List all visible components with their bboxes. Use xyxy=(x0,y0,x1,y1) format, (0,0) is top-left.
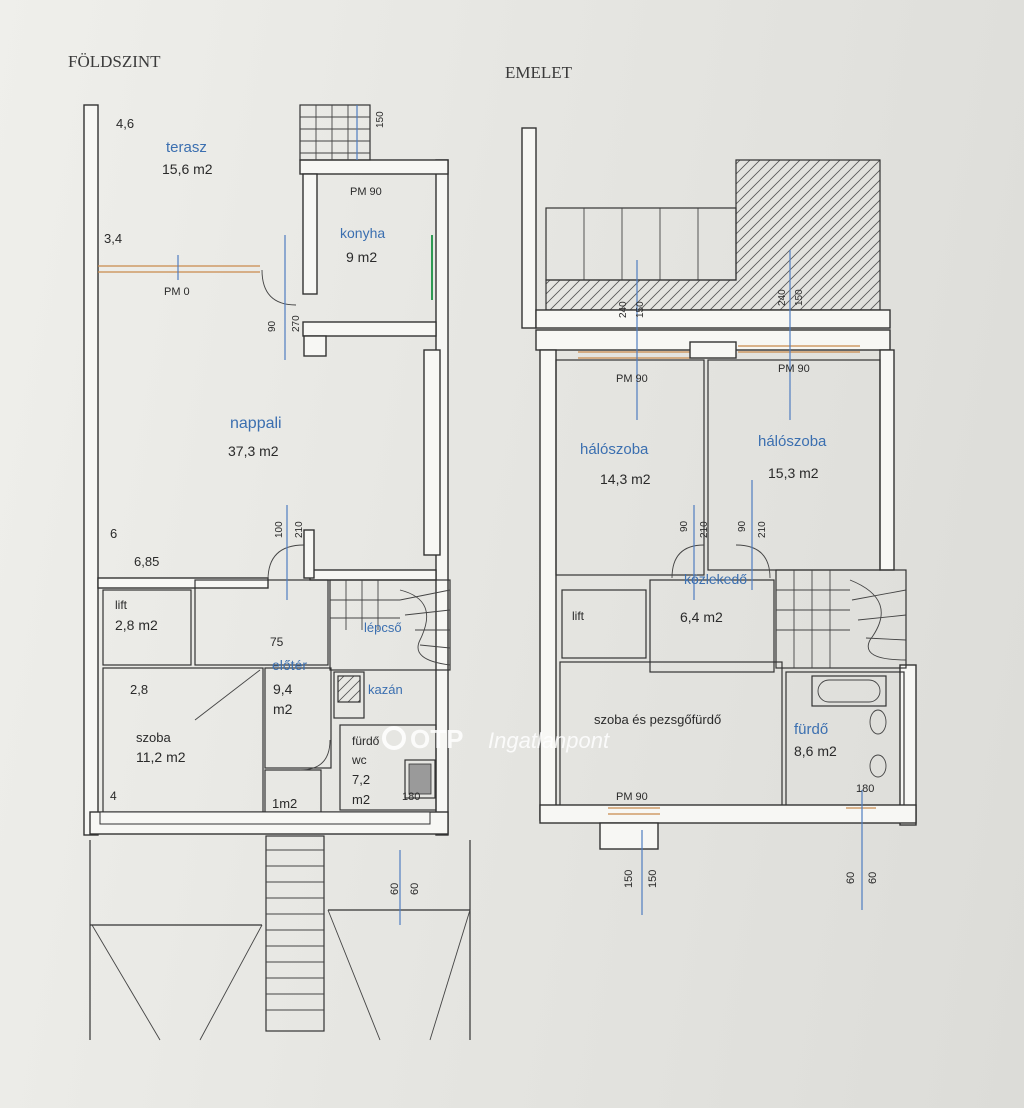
dim-90-ground: 90 xyxy=(267,320,278,332)
upper-left-wall-top xyxy=(521,127,537,329)
living-name: nappali xyxy=(230,415,282,432)
ground-stairs xyxy=(329,579,451,671)
bedroom-2-level: PM 90 xyxy=(778,363,810,375)
ground-floor-heading: FÖLDSZINT xyxy=(68,52,161,71)
shower-tray xyxy=(404,759,436,799)
corridor xyxy=(649,579,775,673)
otp-logo-icon xyxy=(382,726,406,750)
upper-bath-name: fürdő xyxy=(794,721,828,738)
upper-right-wall xyxy=(899,664,917,826)
bedroom-1-name: hálószoba xyxy=(580,441,649,458)
kitchen-top-wall xyxy=(299,159,449,175)
hall-area-line2: m2 xyxy=(273,701,293,717)
ground-wc-name: wc xyxy=(351,753,367,767)
dim-60-a-upper: 60 xyxy=(845,872,857,884)
watermark: OTP Ingatlanpont xyxy=(382,724,610,754)
upper-bath-dim: 180 xyxy=(856,783,874,795)
upper-lift-name: lift xyxy=(572,609,585,623)
terrace-door-swing xyxy=(261,269,297,306)
ground-bath-dim: 180 xyxy=(402,791,420,803)
dim-3-4: 3,4 xyxy=(104,231,122,246)
boiler-box xyxy=(333,671,365,719)
ground-lift-name: lift xyxy=(115,598,128,612)
terrace-area: 15,6 m2 xyxy=(162,161,213,177)
ground-lift xyxy=(102,589,192,666)
bedroom-1-area: 14,3 m2 xyxy=(600,471,651,487)
storage-area: 1m2 xyxy=(272,796,297,811)
dim-150-c: 150 xyxy=(623,870,635,888)
kitchen-left-wall xyxy=(302,173,318,295)
dim-210-a: 210 xyxy=(699,521,710,538)
upper-stairs xyxy=(775,569,907,669)
living-bottom-wall xyxy=(97,577,269,589)
watermark-text: Ingatlanpont xyxy=(488,728,610,753)
dim-150-a: 150 xyxy=(635,301,646,318)
corridor-area: 6,4 m2 xyxy=(680,609,723,625)
suite-name: szoba és pezsgőfürdő xyxy=(594,712,721,727)
upper-terrace xyxy=(545,159,881,311)
dim-240-b: 240 xyxy=(777,289,788,306)
bedroom-2-area: 15,3 m2 xyxy=(768,465,819,481)
balcony-glazing xyxy=(545,207,737,281)
hall-area-line1: 9,4 xyxy=(273,681,293,697)
ground-lift-area: 2,8 m2 xyxy=(115,617,158,633)
terrace-name: terasz xyxy=(166,139,207,156)
dim-75: 75 xyxy=(270,635,284,649)
dim-90-b: 90 xyxy=(737,520,748,532)
terrace-stairs xyxy=(299,104,371,161)
dim-240-a: 240 xyxy=(618,301,629,318)
upper-floor-plan xyxy=(521,127,917,915)
bedroom-1-level: PM 90 xyxy=(616,373,648,385)
dim-210-ground: 210 xyxy=(294,521,305,538)
kitchen-level: PM 90 xyxy=(350,186,382,198)
ground-room xyxy=(102,667,264,824)
dim-150-b: 150 xyxy=(794,289,805,306)
dim-100: 100 xyxy=(274,521,285,538)
dim-6: 6 xyxy=(110,526,117,541)
suite-level: PM 90 xyxy=(616,791,648,803)
dim-4-6: 4,6 xyxy=(116,116,134,131)
dim-270: 270 xyxy=(291,315,302,332)
room-area: 11,2 m2 xyxy=(136,749,186,765)
upper-floor-heading: EMELET xyxy=(505,63,573,82)
living-door-swing xyxy=(267,544,305,581)
upper-lift xyxy=(561,589,647,659)
dim-90-a: 90 xyxy=(679,520,690,532)
bedroom-1 xyxy=(555,359,705,576)
ground-bath-area-line2: m2 xyxy=(352,792,370,807)
watermark-brand: OTP xyxy=(410,724,463,754)
room-name: szoba xyxy=(136,730,171,745)
dim-60b-ground: 60 xyxy=(409,883,421,895)
ground-bath xyxy=(339,724,437,811)
dim-6-85: 6,85 xyxy=(134,554,159,569)
corridor-name: közlekedő xyxy=(684,571,747,587)
upper-window-bay xyxy=(599,822,659,850)
dim-2-8: 2,8 xyxy=(130,682,148,697)
dim-60-b-upper: 60 xyxy=(867,872,879,884)
bathtub xyxy=(811,675,887,707)
dim-4: 4 xyxy=(110,789,117,803)
dim-60a-ground: 60 xyxy=(389,883,401,895)
kitchen-area: 9 m2 xyxy=(346,249,377,265)
ground-left-wall xyxy=(83,104,99,836)
ground-bath-name: fürdő xyxy=(352,734,380,748)
dim-210-b: 210 xyxy=(757,521,768,538)
entrance-steps xyxy=(265,835,325,1032)
boiler-name: kazán xyxy=(368,682,403,697)
ground-bath-area-line1: 7,2 xyxy=(352,772,370,787)
hall-name: előtér xyxy=(272,657,307,673)
bedroom-2-name: hálószoba xyxy=(758,433,827,450)
living-level: PM 0 xyxy=(164,286,190,298)
dim-150-d: 150 xyxy=(647,870,659,888)
upper-bath-area: 8,6 m2 xyxy=(794,743,837,759)
kitchen-name: konyha xyxy=(340,225,385,241)
living-area: 37,3 m2 xyxy=(228,443,279,459)
dim-150-ground: 150 xyxy=(375,111,386,128)
kitchen-bottom-wall xyxy=(302,321,437,337)
ground-floor-plan xyxy=(83,104,471,1041)
stairs-name: lépcső xyxy=(364,620,402,635)
